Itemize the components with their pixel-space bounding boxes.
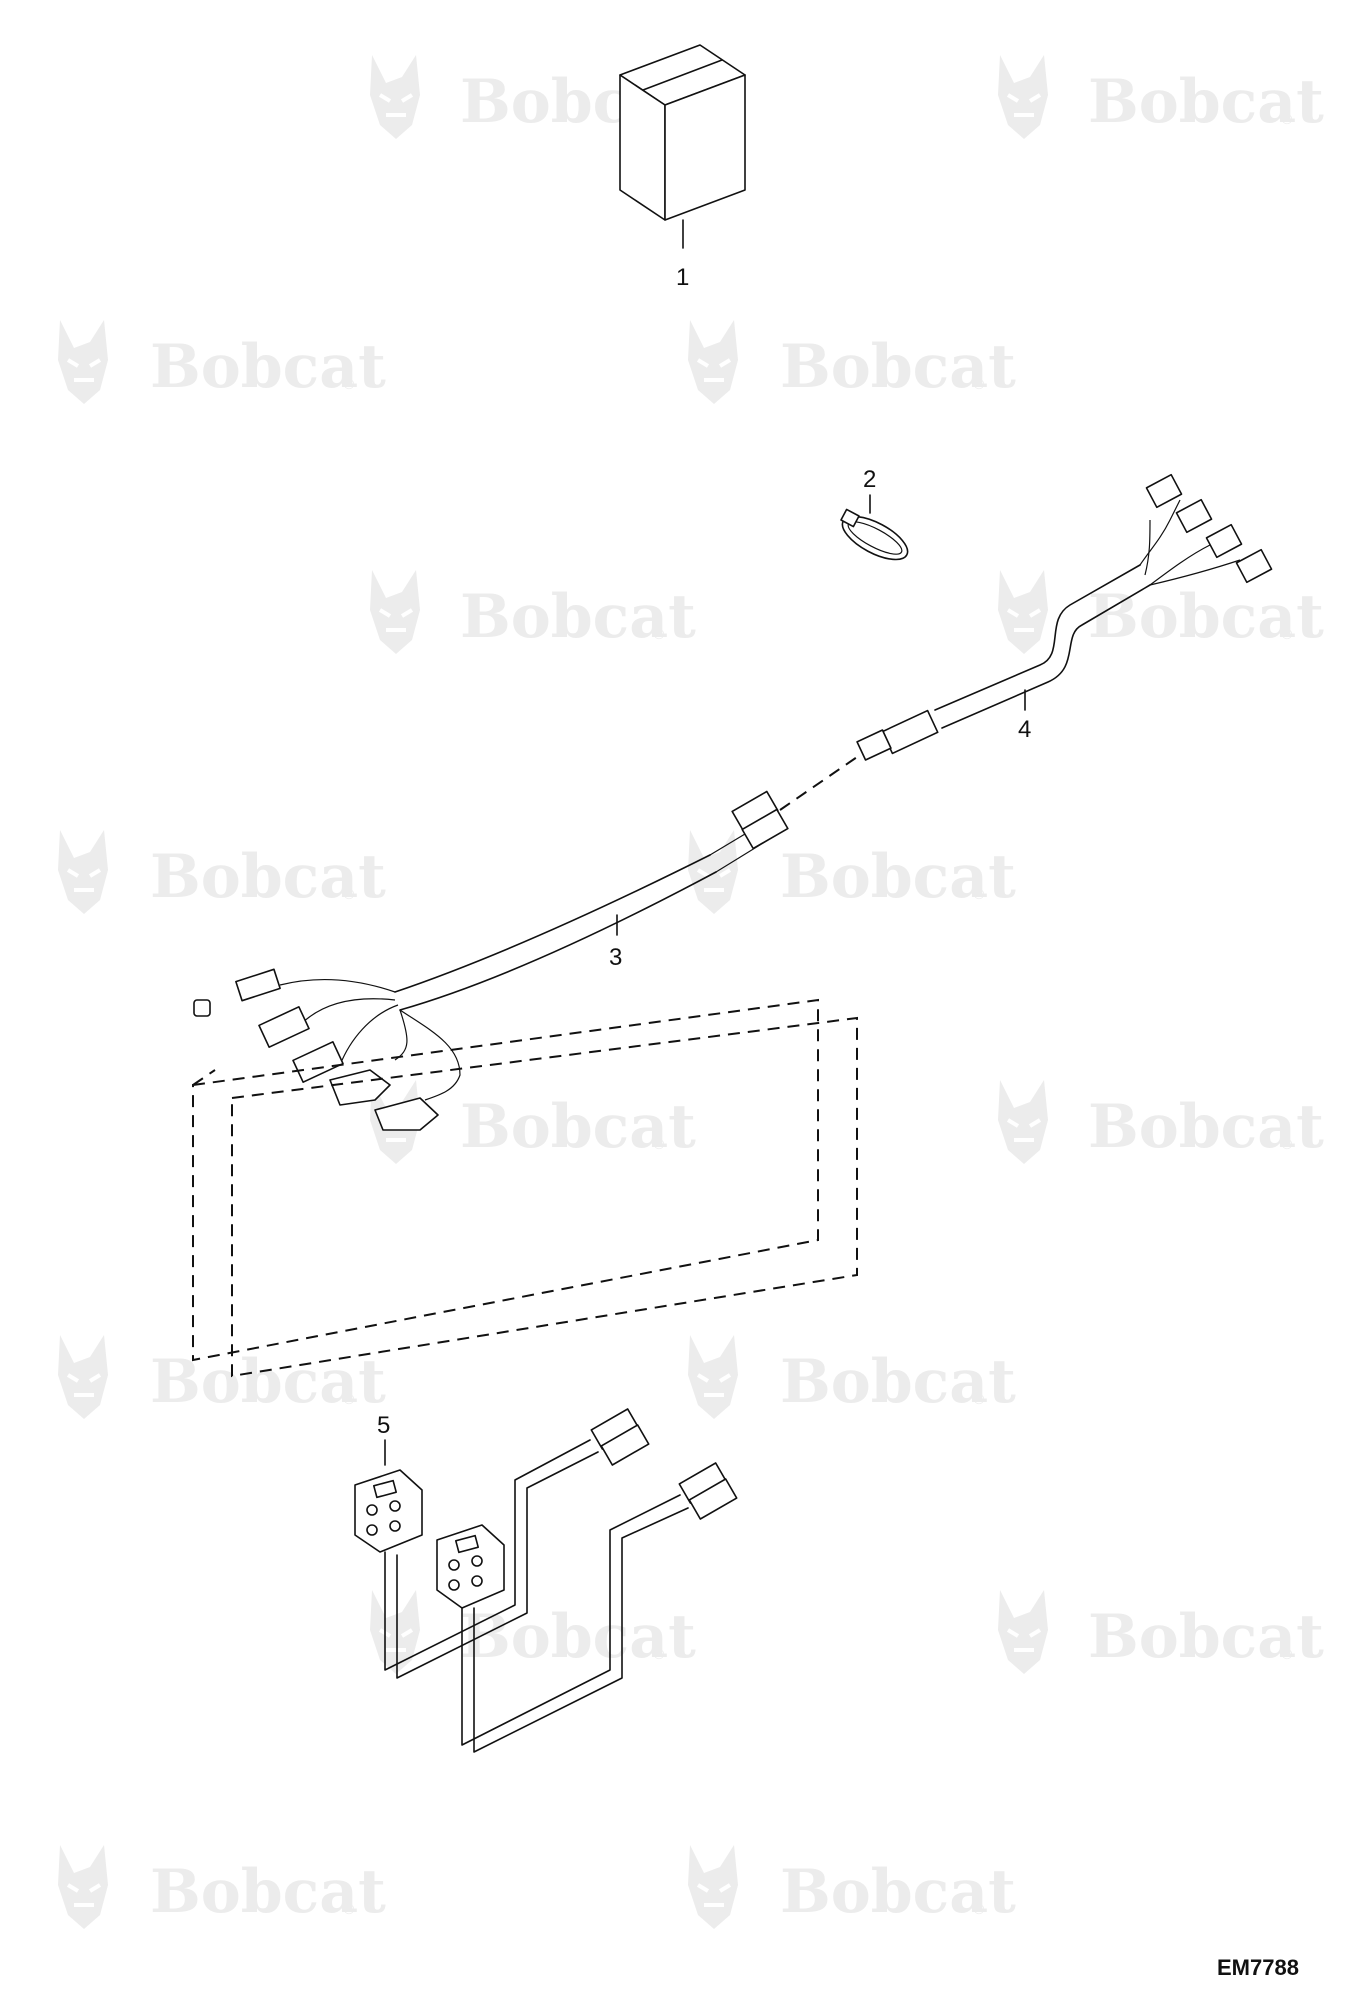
watermark: Bobcat ® [686,1333,1016,1421]
watermark: Bobcat ® [686,1843,1016,1931]
part-1-box [619,44,746,249]
dashed-frames [192,998,858,1378]
svg-text:®: ® [972,1392,986,1408]
svg-text:Bobcat: Bobcat [1088,1092,1324,1162]
svg-text:®: ® [1280,1137,1294,1153]
svg-text:Bobcat: Bobcat [150,1857,386,1927]
part-2-cable-tie [840,494,909,561]
svg-text:®: ® [652,627,666,643]
svg-text:Bobcat: Bobcat [780,1347,1016,1417]
watermark-layer: Bobcat ® Bobcat ® Bobcat ® Bobcat ® Bobc… [56,53,1324,1931]
svg-text:®: ® [342,887,356,903]
watermark: Bobcat ® [996,1588,1324,1676]
watermark: Bobcat ® [996,53,1324,141]
watermark: Bobcat ® [996,568,1324,656]
svg-text:Bobcat: Bobcat [460,1092,696,1162]
svg-text:Bobcat: Bobcat [1088,67,1324,137]
svg-text:®: ® [652,1647,666,1663]
svg-text:®: ® [1280,627,1294,643]
callout-3: 3 [609,944,622,971]
callout-4: 4 [1018,716,1031,743]
svg-text:Bobcat: Bobcat [460,582,696,652]
watermark: Bobcat ® [368,1588,696,1676]
watermark: Bobcat ® [56,318,386,406]
watermark: Bobcat ® [56,828,386,916]
svg-text:®: ® [652,1137,666,1153]
svg-text:Bobcat: Bobcat [1088,582,1324,652]
callout-5: 5 [377,1412,390,1439]
svg-text:Bobcat: Bobcat [150,842,386,912]
svg-text:®: ® [1280,1647,1294,1663]
svg-text:®: ® [342,377,356,393]
svg-text:®: ® [342,1392,356,1408]
svg-text:Bobcat: Bobcat [1088,1602,1324,1672]
svg-text:Bobcat: Bobcat [780,842,1016,912]
svg-text:Bobcat: Bobcat [150,1347,386,1417]
svg-text:®: ® [1280,112,1294,128]
watermark: Bobcat ® [368,1078,696,1166]
watermark: Bobcat ® [996,1078,1324,1166]
watermark: Bobcat ® [686,828,1016,916]
svg-text:®: ® [972,1902,986,1918]
part-5-switches [354,1408,738,1753]
part-4-harness [856,473,1273,761]
callout-1: 1 [676,264,689,291]
watermark: Bobcat ® [368,568,696,656]
svg-text:Bobcat: Bobcat [780,332,1016,402]
drawing-reference: EM7788 [1217,1955,1299,1980]
svg-text:®: ® [972,377,986,393]
svg-text:Bobcat: Bobcat [150,332,386,402]
watermark: Bobcat ® [56,1843,386,1931]
connection-line [779,754,861,811]
callout-2: 2 [863,466,876,493]
part-3-harness [193,790,789,1131]
watermark: Bobcat ® [56,1333,386,1421]
svg-text:®: ® [972,887,986,903]
watermark: Bobcat ® [686,318,1016,406]
svg-text:Bobcat: Bobcat [780,1857,1016,1927]
svg-text:®: ® [342,1902,356,1918]
